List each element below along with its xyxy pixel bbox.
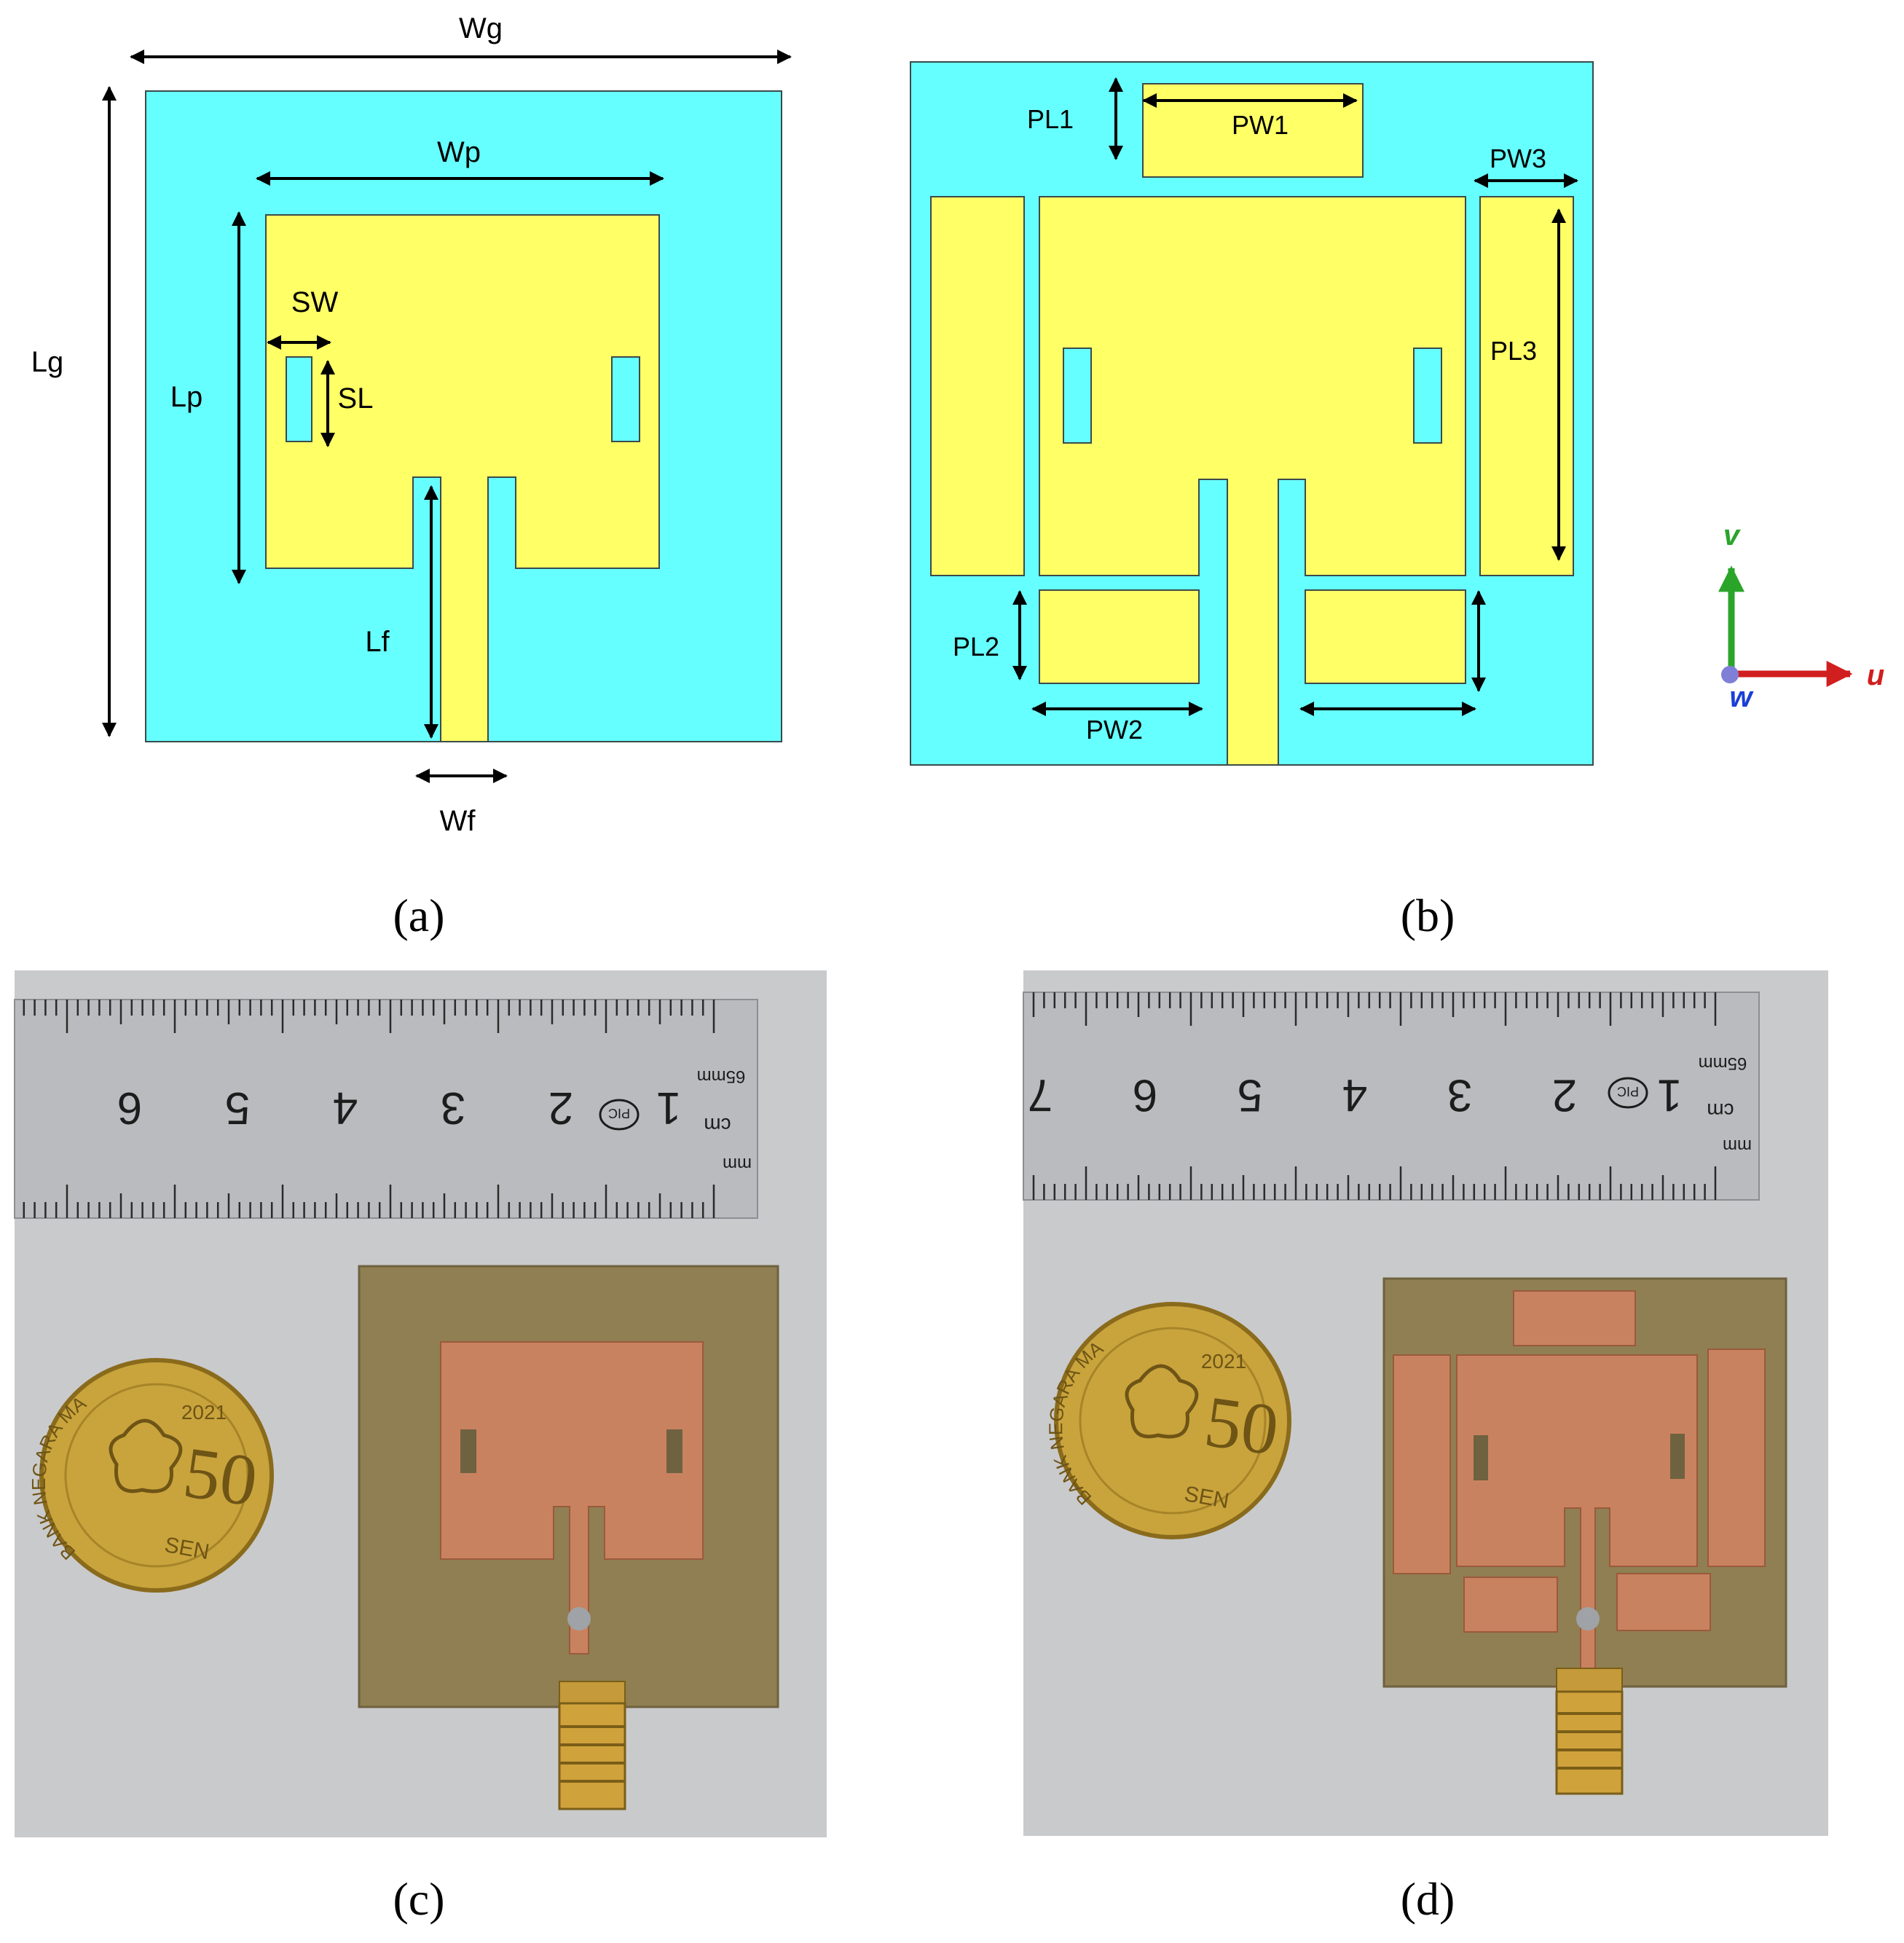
- label-pw3: PW3: [1490, 144, 1546, 173]
- coin-d-flower-icon: [1125, 1364, 1199, 1439]
- axis-w-label: w: [1729, 681, 1754, 713]
- label-pl2: PL2: [953, 632, 999, 662]
- label-pl3: PL3: [1490, 336, 1537, 366]
- ruler-c: [14, 999, 758, 1219]
- pcb-c-patch: [440, 1341, 704, 1655]
- ruler-number: 3: [441, 1083, 465, 1133]
- axis-u-label: u: [1867, 659, 1884, 691]
- brand-d-text: PIC: [1617, 1084, 1639, 1099]
- ruler-c-65mm: 65mm: [697, 1067, 746, 1086]
- pcb-c-solder: [567, 1607, 591, 1630]
- slot-b-right: [1413, 348, 1442, 444]
- pcb-d-parasitic-bottom-left: [1463, 1577, 1558, 1633]
- ruler-number: 2: [1552, 1070, 1577, 1120]
- coin-d-inner: [1079, 1327, 1267, 1515]
- ruler-number: 3: [1447, 1070, 1472, 1120]
- ruler-d-mm: mm: [1723, 1136, 1752, 1155]
- pcb-c-connector-flange: [559, 1681, 626, 1704]
- ruler-number: 5: [1238, 1070, 1262, 1120]
- label-lf: Lf: [365, 626, 390, 658]
- panel-a: Wg Lg Wp Lp SW SL Lf Wf (a): [31, 12, 792, 941]
- ruler-number: 1: [1657, 1070, 1682, 1120]
- label-wp: Wp: [437, 136, 481, 168]
- caption-a: (a): [393, 890, 444, 941]
- axis-triad: v u w: [1718, 519, 1884, 713]
- ruler-number: 6: [117, 1083, 142, 1133]
- slot-right: [611, 356, 640, 442]
- label-pl1: PL1: [1027, 104, 1074, 134]
- label-pw2: PW2: [1086, 715, 1143, 745]
- ruler-c-brand: PIC: [599, 1099, 640, 1131]
- coin-d: [1054, 1302, 1291, 1539]
- pcb-c-slot-right: [666, 1429, 682, 1473]
- parasitic-left: [930, 196, 1025, 576]
- ruler-d-brand: PIC: [1608, 1077, 1648, 1109]
- pcb-d-connector-body: [1555, 1690, 1624, 1795]
- coin-c-year: 2021: [181, 1401, 227, 1424]
- pcb-d-slot-right: [1670, 1434, 1685, 1479]
- pcb-d-parasitic-right: [1707, 1349, 1766, 1567]
- ruler-number: 4: [333, 1083, 358, 1133]
- ruler-number: 2: [548, 1083, 573, 1133]
- ruler-d-numbers: 1 2 3 4 5 6 7: [1028, 1070, 1682, 1120]
- pcb-d-parasitic-top: [1513, 1290, 1636, 1346]
- brand-c-oval: [599, 1099, 640, 1131]
- label-sl: SL: [338, 382, 374, 415]
- ruler-d-65mm: 65mm: [1699, 1053, 1747, 1073]
- pcb-c-slot-left: [460, 1429, 476, 1473]
- pcb-d-solder: [1576, 1607, 1600, 1630]
- parasitic-bottom-left: [1039, 589, 1200, 684]
- label-sw: SW: [291, 286, 339, 318]
- pcb-d-connector-threads: [1557, 1712, 1622, 1770]
- ruler-d: [1023, 992, 1760, 1201]
- label-wf: Wf: [440, 805, 476, 837]
- coin-c-inner: [64, 1383, 249, 1568]
- coin-d-year: 2021: [1201, 1350, 1246, 1373]
- ruler-number: 5: [225, 1083, 250, 1133]
- ruler-number: 1: [656, 1083, 681, 1133]
- coin-c-flower-icon: [109, 1418, 183, 1493]
- axis-v-label: v: [1723, 519, 1742, 552]
- label-lg: Lg: [31, 346, 64, 378]
- pcb-d-slot-left: [1474, 1435, 1488, 1480]
- pcb-d-parasitic-left: [1393, 1354, 1451, 1574]
- pcb-c-connector-body: [558, 1702, 626, 1810]
- ruler-c-cm: cm: [704, 1114, 731, 1137]
- label-lp: Lp: [170, 381, 203, 413]
- label-wg: Wg: [459, 12, 503, 44]
- parasitic-bottom-right: [1305, 589, 1466, 684]
- main-patch-b: [1039, 196, 1466, 766]
- ruler-number: 6: [1133, 1070, 1157, 1120]
- coin-c-denomination: 50: [178, 1432, 261, 1522]
- pcb-c-connector-threads: [559, 1725, 625, 1783]
- ruler-c-mm: mm: [723, 1154, 752, 1174]
- panel-b: PL1 PW1 PW3 PL3 PL2 PW2 v u w (b): [910, 61, 1884, 941]
- label-pw1: PW1: [1232, 110, 1289, 140]
- ruler-c-numbers: 1 2 3 4 5 6: [117, 1083, 681, 1133]
- pcb-d-parasitic-bottom-right: [1616, 1573, 1711, 1631]
- ruler-number: 7: [1028, 1070, 1053, 1120]
- axis-w-origin: [1721, 666, 1739, 683]
- pcb-d-connector-flange: [1556, 1668, 1623, 1692]
- caption-c: (c): [393, 1873, 444, 1925]
- caption-d: (d): [1401, 1873, 1455, 1925]
- coin-c: [39, 1358, 274, 1593]
- brand-d-oval: [1608, 1077, 1648, 1109]
- ruler-d-cm: cm: [1707, 1099, 1734, 1122]
- slot-left: [286, 356, 312, 442]
- slot-b-left: [1063, 348, 1092, 444]
- caption-b: (b): [1401, 890, 1455, 941]
- brand-c-text: PIC: [608, 1106, 630, 1120]
- coin-d-denomination: 50: [1200, 1381, 1283, 1471]
- ruler-d-ticks: [1032, 992, 1717, 1200]
- radiating-patch: [265, 214, 660, 742]
- ruler-number: 4: [1342, 1070, 1367, 1120]
- ruler-c-ticks: [23, 1000, 715, 1218]
